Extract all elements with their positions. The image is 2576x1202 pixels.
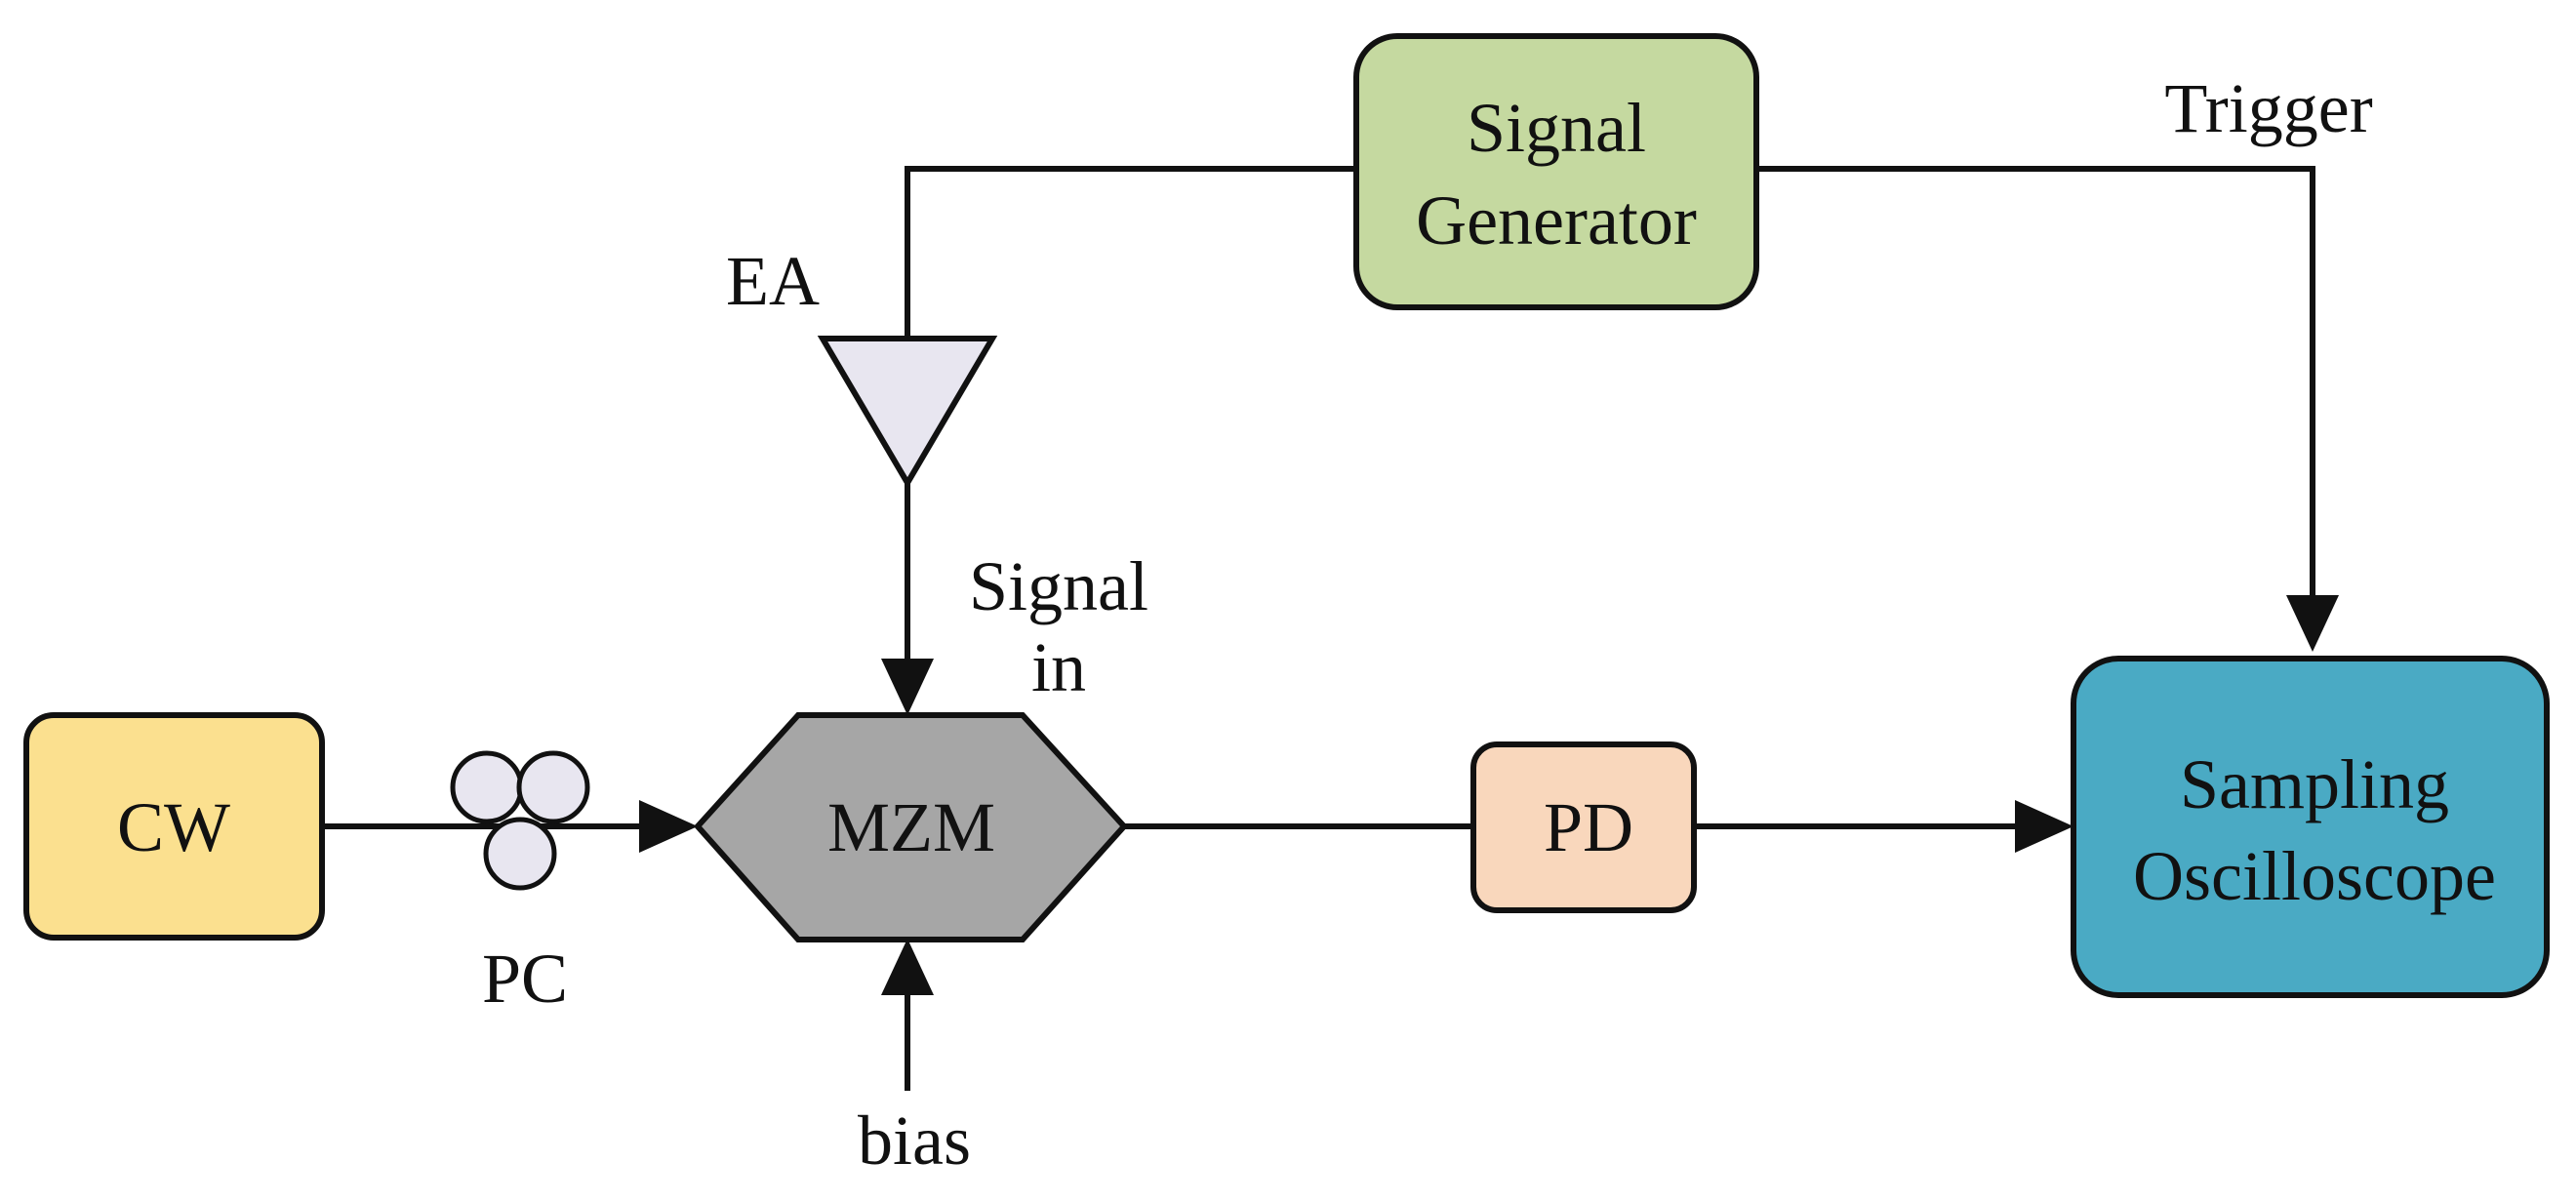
- signal-generator-block: Signal Generator: [1353, 33, 1759, 310]
- pc-loop-icon: [516, 750, 590, 824]
- cw-box: [23, 712, 325, 941]
- polarization-controller: PC: [450, 750, 590, 1018]
- ea-amplifier: EA: [726, 242, 998, 489]
- sampling-oscilloscope-box: [2071, 656, 2550, 998]
- arrowheads: [639, 595, 2339, 995]
- pc-label: PC: [482, 940, 568, 1018]
- mzm-label: MZM: [827, 788, 995, 866]
- signal-generator-label-line2: Generator: [1416, 181, 1697, 260]
- sampling-oscilloscope-label-line2: Oscilloscope: [2133, 837, 2496, 915]
- pd-block: PD: [1470, 741, 1697, 913]
- cw-label: CW: [117, 788, 230, 866]
- cw-block: CW: [23, 712, 325, 941]
- bias-label: bias: [858, 1102, 971, 1180]
- pc-loop-icon: [450, 750, 524, 824]
- signal-generator-box: [1353, 33, 1759, 310]
- signal-in-label-line2: in: [1031, 628, 1086, 706]
- amplifier-triangle-icon: [817, 336, 998, 489]
- line-trigger: [1756, 166, 2315, 600]
- mzm-block: MZM: [693, 712, 1129, 942]
- pd-label: PD: [1544, 788, 1633, 866]
- trigger-label: Trigger: [2164, 69, 2372, 147]
- arrowhead-pd-oscilloscope: [2015, 800, 2073, 853]
- pd-box: [1470, 741, 1697, 913]
- arrowhead-bias: [881, 939, 934, 995]
- arrowhead-trigger: [2286, 595, 2339, 652]
- signal-in-label-line1: Signal: [969, 547, 1148, 625]
- connections: [322, 166, 2315, 1091]
- sampling-oscilloscope-label-line1: Sampling: [2180, 745, 2449, 823]
- signal-generator-label-line1: Signal: [1467, 89, 1646, 167]
- ea-label: EA: [726, 242, 820, 320]
- arrowhead-cw-mzm: [639, 800, 698, 853]
- pc-loop-icon: [483, 817, 557, 891]
- arrowhead-signal-in: [881, 659, 934, 715]
- sampling-oscilloscope-block: Sampling Oscilloscope: [2071, 656, 2550, 998]
- mzm-hexagon: [693, 712, 1129, 942]
- line-generator-to-ea: [905, 166, 1356, 337]
